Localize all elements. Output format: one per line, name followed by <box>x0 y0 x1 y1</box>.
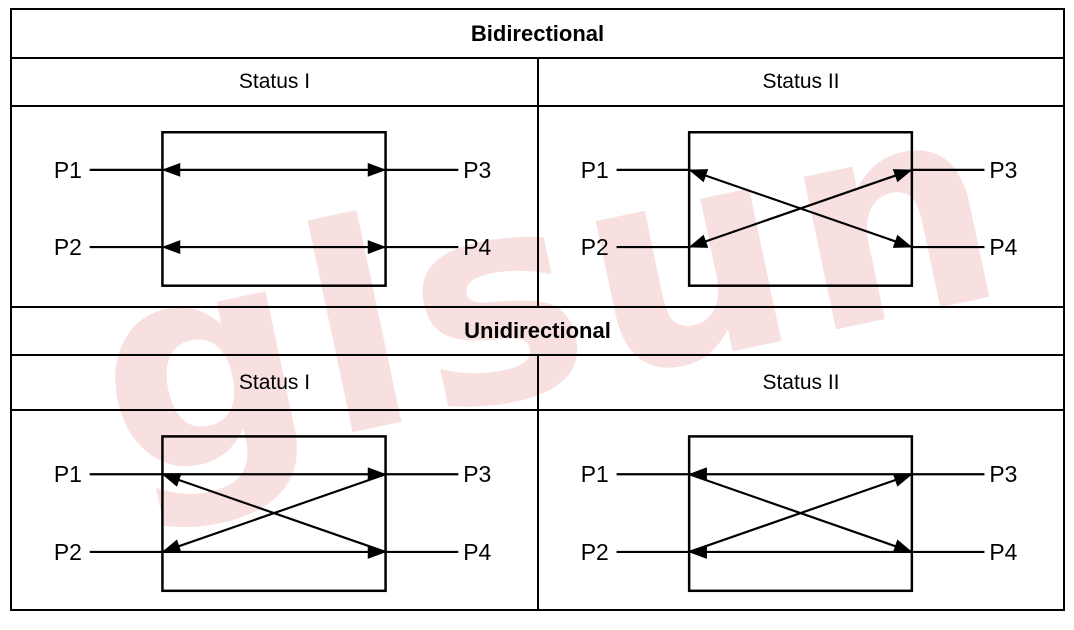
arrow-p4-p1 <box>161 473 386 553</box>
port-label-p4: P4 <box>989 234 1017 260</box>
section-header-bidirectional: Bidirectional <box>12 10 1063 57</box>
port-label-p2: P2 <box>581 234 609 260</box>
status-header-unidirectional-status2: Status II <box>537 356 1063 409</box>
port-label-p4: P4 <box>463 234 491 260</box>
port-label-p3: P3 <box>989 157 1017 183</box>
port-label-p1: P1 <box>54 461 82 487</box>
status-label: Status II <box>762 370 840 394</box>
status-label: Status II <box>762 70 840 93</box>
switch-box <box>161 435 387 593</box>
switch-box <box>687 435 914 593</box>
status-header-bidirectional-status2: Status II <box>537 59 1063 105</box>
port-label-p1: P1 <box>581 461 609 487</box>
status-header-bidirectional-status1: Status I <box>12 59 537 105</box>
port-label-p2: P2 <box>54 539 82 565</box>
status-header-row-unidirectional: Status I Status II <box>12 354 1063 409</box>
arrow-p2-p3 <box>688 473 913 553</box>
switch-box <box>161 131 387 287</box>
status-header-row-bidirectional: Status I Status II <box>12 57 1063 105</box>
port-label-p3: P3 <box>989 461 1017 487</box>
port-label-p4: P4 <box>989 539 1017 565</box>
status-label: Status I <box>238 370 311 394</box>
port-label-p2: P2 <box>581 539 609 565</box>
port-label-p4: P4 <box>463 539 491 565</box>
arrow-p2-p3 <box>688 168 913 249</box>
port-label-p3: P3 <box>463 157 491 183</box>
section-title: Unidirectional <box>464 318 611 343</box>
status-header-unidirectional-status1: Status I <box>12 356 537 409</box>
section-header-unidirectional: Unidirectional <box>12 306 1063 354</box>
port-label-p2: P2 <box>54 234 82 260</box>
status-label: Status I <box>238 70 311 93</box>
port-label-p1: P1 <box>54 157 82 183</box>
section-title: Bidirectional <box>470 20 605 46</box>
port-label-p3: P3 <box>463 461 491 487</box>
port-label-p1: P1 <box>581 157 609 183</box>
